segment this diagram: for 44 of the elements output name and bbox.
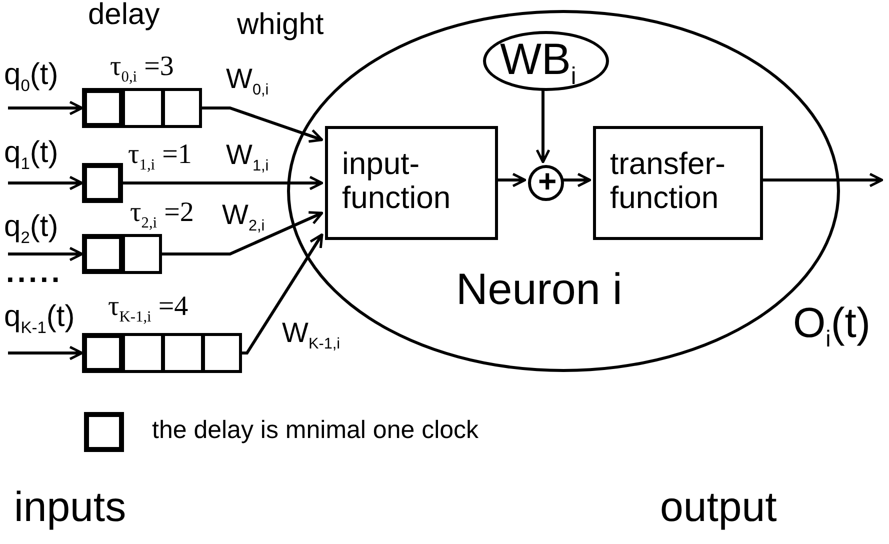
- process-box: [325, 126, 498, 240]
- arrow: [536, 88, 550, 164]
- edge-label: W$_{1,i}$: [226, 140, 269, 176]
- summing-junction: [528, 165, 564, 201]
- plus-sign: +: [538, 164, 557, 200]
- input-label: q$_{0}$(t): [4, 58, 58, 96]
- edge-label: W$_{0,i}$: [226, 64, 269, 100]
- node-label: input- function: [342, 147, 452, 216]
- delay-label: τ$_{1,i}$ =1: [128, 140, 192, 175]
- edge-label: O$_{i}$(t): [793, 300, 870, 352]
- arrow: [760, 172, 884, 188]
- node-label: transfer- function: [610, 147, 726, 216]
- node-label: WB$_{i}$: [500, 36, 576, 90]
- arrow: [242, 233, 324, 354]
- edge-label: W$_{K-1,i}$: [282, 318, 340, 354]
- column-heading: delay: [88, 0, 160, 31]
- input-label: q$_{1}$(t): [4, 136, 58, 174]
- edge-label: W$_{2,i}$: [222, 200, 265, 236]
- bias-ellipse: [483, 31, 609, 91]
- arrow: [8, 100, 84, 116]
- delay-label: τ$_{0,i}$ =3: [110, 52, 174, 87]
- arrow: [495, 172, 526, 188]
- delay-register: [82, 163, 123, 203]
- arrow: [8, 246, 84, 262]
- delay-register: [82, 333, 242, 373]
- delay-label: τ$_{K-1,i}$ =4: [108, 292, 188, 327]
- column-heading: whight: [237, 8, 324, 41]
- node-label: Neuron i: [456, 265, 622, 315]
- arrow: [8, 176, 84, 190]
- legend-text: the delay is mnimal one clock: [152, 417, 479, 444]
- delay-register: [82, 88, 202, 128]
- section-label: inputs: [14, 484, 126, 530]
- process-box: [593, 126, 763, 240]
- section-label: output: [660, 484, 777, 530]
- arrow: [8, 346, 84, 360]
- arrow: [202, 106, 324, 143]
- delay-label: τ$_{2,i}$ =2: [130, 198, 194, 233]
- arrow: [162, 211, 324, 256]
- ellipsis: .....: [6, 256, 63, 289]
- arrow: [123, 176, 324, 190]
- input-label: q$_{2}$(t): [4, 210, 58, 248]
- input-label: q$_{K-1}$(t): [4, 300, 75, 338]
- delay-register: [82, 234, 162, 274]
- arrow: [561, 172, 592, 188]
